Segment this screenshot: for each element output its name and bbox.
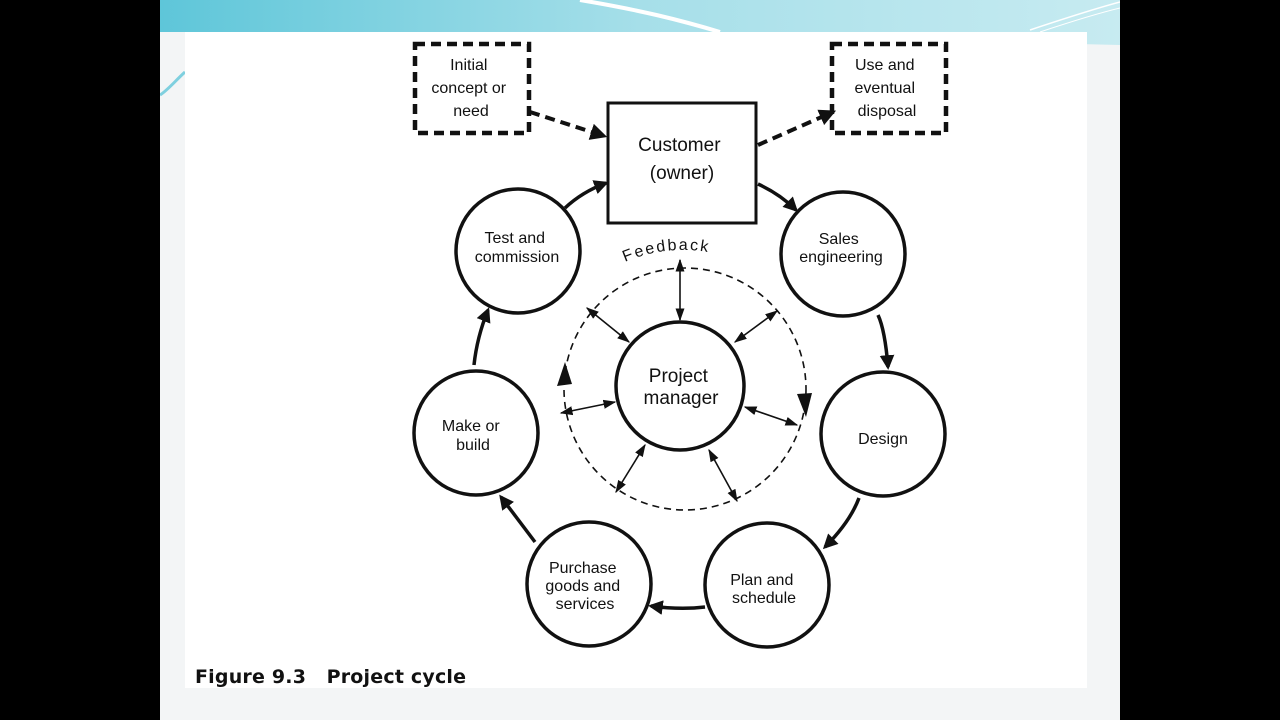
initial-concept-box bbox=[412, 41, 532, 136]
sales-engineering-circle bbox=[779, 190, 907, 318]
purchase-circle bbox=[525, 520, 653, 648]
test-commission-circle bbox=[454, 187, 582, 315]
customer-label: Customer (owner) bbox=[638, 135, 726, 184]
figure-caption: Figure 9.3 Project cycle bbox=[195, 666, 466, 688]
feedback-arrow-upper-right bbox=[733, 310, 779, 343]
arrow-plan-to-purchase bbox=[648, 600, 706, 615]
arrow-customer-to-sales bbox=[757, 182, 799, 213]
feedback-arrow-upper-left bbox=[586, 307, 630, 343]
project-manager-circle bbox=[614, 320, 746, 452]
feedback-arrow-left-pm bbox=[559, 399, 617, 416]
arrow-sales-to-design bbox=[876, 314, 895, 370]
arrow-initial-to-customer bbox=[529, 110, 608, 140]
feedback-arrow-lower-right bbox=[708, 448, 738, 503]
arrow-purchase-to-make bbox=[499, 494, 537, 544]
initial-concept-label: Initial concept or need bbox=[431, 57, 510, 120]
purchase-label: Purchase goods and services bbox=[545, 560, 624, 613]
feedback-arrow-right-pm bbox=[743, 406, 799, 426]
plan-schedule-label: Plan and schedule bbox=[730, 572, 798, 607]
make-build-label: Make or build bbox=[442, 418, 504, 454]
arrow-test-to-customer bbox=[563, 180, 609, 210]
make-build-circle bbox=[412, 369, 540, 497]
feedback-arrow-right bbox=[797, 393, 812, 417]
project-cycle-diagram: Feedback Initial concept or need bbox=[412, 41, 949, 649]
plan-schedule-circle bbox=[703, 521, 831, 649]
customer-box bbox=[606, 101, 758, 225]
use-disposal-box bbox=[829, 41, 949, 136]
arrow-make-to-test bbox=[472, 307, 491, 366]
figure: Feedback Initial concept or need bbox=[185, 32, 1087, 688]
feedback-arrow-left bbox=[557, 362, 572, 386]
design-circle bbox=[819, 370, 947, 498]
sales-engineering-label: Sales engineering bbox=[799, 231, 883, 266]
arrow-customer-to-use bbox=[757, 109, 837, 147]
use-disposal-label: Use and eventual disposal bbox=[855, 57, 920, 120]
project-manager-label: Project manager bbox=[644, 366, 720, 409]
feedback-arrow-lower-left bbox=[615, 443, 646, 494]
design-label: Design bbox=[858, 431, 908, 448]
figure-title: Project cycle bbox=[326, 666, 467, 688]
slide: Feedback Initial concept or need bbox=[160, 0, 1120, 720]
feedback-circle bbox=[563, 267, 807, 511]
feedback-label: Feedback bbox=[620, 237, 711, 266]
test-commission-label: Test and commission bbox=[475, 230, 559, 266]
figure-number: Figure 9.3 bbox=[195, 666, 307, 688]
arrow-design-to-plan bbox=[822, 497, 861, 550]
